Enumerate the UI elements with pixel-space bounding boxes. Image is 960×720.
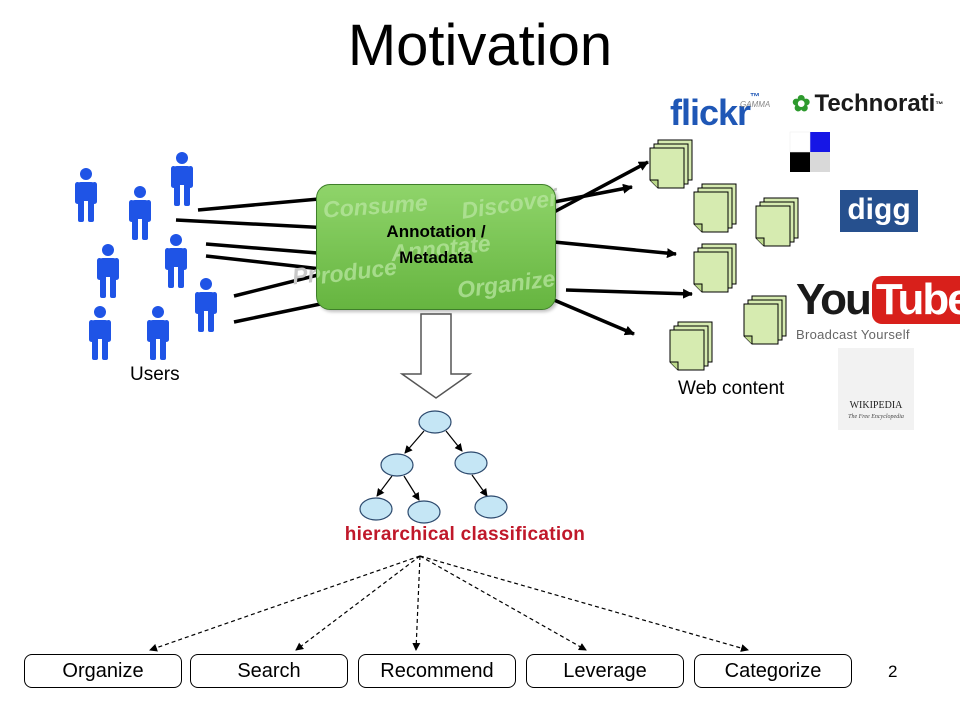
youtube-tube-text: Tube [871, 276, 960, 324]
categorize-pill: Categorize [694, 654, 852, 688]
users-label: Users [130, 364, 180, 385]
document-stack-icon [649, 139, 693, 189]
document-stack-icon [693, 183, 737, 233]
slide-title: Motivation [347, 13, 613, 78]
digg-logo: digg [840, 190, 918, 232]
tree-node [474, 495, 508, 519]
user-icon [171, 152, 193, 206]
youtube-logo: You Tube Broadcast Yourself [796, 275, 960, 342]
down-arrow-icon [399, 313, 473, 399]
annotation-label: Annotation / Metadata [317, 219, 555, 271]
tree-node [380, 453, 414, 477]
user-icon [147, 306, 169, 360]
technorati-logo-text: Technorati [814, 90, 936, 117]
wikipedia-logo: WIKIPEDIA The Free Encyclopedia [838, 348, 914, 430]
wikipedia-tagline: The Free Encyclopedia [848, 414, 904, 420]
user-icon [195, 278, 217, 332]
flickr-logo-text: flickr [670, 92, 751, 133]
organize-pill: Organize [24, 654, 182, 688]
youtube-tagline: Broadcast Yourself [796, 327, 910, 342]
tree-node [418, 410, 452, 434]
annotation-metadata-box: Consume Discover Annotate Produce Organi… [316, 184, 556, 310]
document-stack-icon [755, 197, 799, 247]
recommend-pill: Recommend [358, 654, 516, 688]
flickr-gamma-badge: GAMMA [740, 100, 771, 109]
user-icon [75, 168, 97, 222]
tree-node [454, 451, 488, 475]
web-content-label: Web content [678, 378, 785, 399]
technorati-leaf-icon: ✿ [792, 91, 811, 116]
annotation-label-line2: Metadata [399, 248, 473, 267]
tree-node [407, 500, 441, 524]
wikipedia-logo-text: WIKIPEDIA [849, 400, 903, 411]
flickr-logo: flickr™ [670, 92, 760, 133]
page-number: 2 [888, 662, 898, 681]
user-icon [89, 306, 111, 360]
leverage-pill: Leverage [526, 654, 684, 688]
document-stack-icon [743, 295, 787, 345]
classification-label: hierarchical classification [344, 524, 586, 545]
user-icon [165, 234, 187, 288]
delicious-logo [789, 131, 830, 172]
tree-node [359, 497, 393, 521]
user-icon [97, 244, 119, 298]
youtube-you-text: You [796, 275, 872, 324]
search-pill: Search [190, 654, 348, 688]
document-stack-icon [669, 321, 713, 371]
document-stack-icon [693, 243, 737, 293]
user-icon [129, 186, 151, 240]
annotation-label-line1: Annotation / [386, 222, 486, 241]
